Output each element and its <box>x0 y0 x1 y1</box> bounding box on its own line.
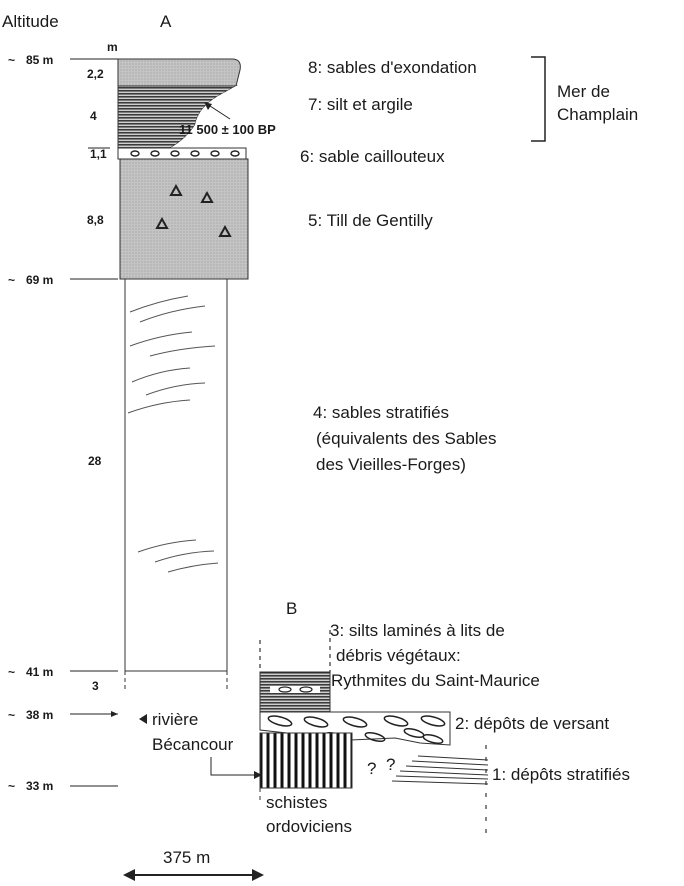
thickness-unit-8: 2,2 <box>87 67 104 81</box>
altitude-85-marker: ~ 85 m <box>8 53 118 67</box>
unit-m-label: m <box>107 40 118 54</box>
date-arrow <box>206 103 231 120</box>
unit-4-label-line3: des Vieilles-Forges) <box>316 455 466 474</box>
column-a <box>117 58 249 690</box>
svg-text:33 m: 33 m <box>26 779 53 793</box>
unit-3-label-line3: Rythmites du Saint-Maurice <box>331 671 540 690</box>
unit-6-label: 6: sable caillouteux <box>300 147 445 166</box>
section-a-label: A <box>160 12 172 31</box>
unit-8-layer <box>117 58 241 87</box>
thickness-unit-5: 8,8 <box>87 213 104 227</box>
unit-4-label-line1: 4: sables stratifiés <box>313 403 449 422</box>
unit-2-label: 2: dépôts de versant <box>455 714 609 733</box>
altitude-38-marker: ~ 38 m <box>8 708 118 722</box>
unit-7-label: 7: silt et argile <box>308 95 413 114</box>
altitude-69-marker: ~ 69 m <box>8 273 118 287</box>
svg-text:~: ~ <box>8 665 15 679</box>
question-mark-2: ? <box>386 755 395 774</box>
unit-5-layer <box>119 158 249 280</box>
svg-text:~: ~ <box>8 708 15 722</box>
unit-1-label: 1: dépôts stratifiés <box>492 765 630 784</box>
svg-text:69 m: 69 m <box>26 273 53 287</box>
svg-text:41 m: 41 m <box>26 665 53 679</box>
pebble-row <box>130 150 240 157</box>
section-b <box>259 630 489 835</box>
svg-text:85 m: 85 m <box>26 53 53 67</box>
svg-text:38 m: 38 m <box>26 708 53 722</box>
unit-8-label: 8: sables d'exondation <box>308 58 477 77</box>
svg-text:~: ~ <box>8 53 15 67</box>
thickness-unit-4: 28 <box>88 454 102 468</box>
thickness-unit-6: 1,1 <box>90 147 107 161</box>
unit-2-layer <box>259 711 451 746</box>
scale-label: 375 m <box>163 848 210 867</box>
section-b-label: B <box>286 599 297 618</box>
thickness-unit-7: 4 <box>90 109 97 123</box>
unit-4-layer <box>124 278 228 672</box>
radiocarbon-date: 11 500 ± 100 BP <box>179 122 276 137</box>
svg-text:~: ~ <box>8 779 15 793</box>
unit-5-label: 5: Till de Gentilly <box>308 211 433 230</box>
unit-1-layer <box>391 755 489 785</box>
bedrock-label-line1: schistes <box>266 793 327 812</box>
unit-3-label-line1: 3: silts laminés à lits de <box>330 621 505 640</box>
unit-6-layer <box>117 147 247 160</box>
bracket-label-line1: Mer de <box>557 82 610 101</box>
river-label-line2: Bécancour <box>152 735 234 754</box>
thickness-unit-3: 3 <box>92 679 99 693</box>
bedrock-label-line2: ordoviciens <box>266 817 352 836</box>
bedrock-layer <box>259 732 353 789</box>
svg-text:~: ~ <box>8 273 15 287</box>
altitude-41-marker: ~ 41 m <box>8 665 118 679</box>
scale-arrow <box>123 869 264 881</box>
altitude-33-marker: ~ 33 m <box>8 779 118 793</box>
altitude-heading: Altitude <box>2 12 59 31</box>
river-label-line1: rivière <box>152 710 198 729</box>
river-arrow <box>210 757 258 776</box>
cross-bedding-marks <box>127 295 219 573</box>
champlain-bracket <box>531 56 546 142</box>
till-clast-symbols <box>155 183 232 237</box>
question-mark-1: ? <box>367 759 376 778</box>
unit-3-label-line2: débris végétaux: <box>336 646 461 665</box>
bracket-label-line2: Champlain <box>557 105 638 124</box>
unit-4-label-line2: (équivalents des Sables <box>316 429 497 448</box>
